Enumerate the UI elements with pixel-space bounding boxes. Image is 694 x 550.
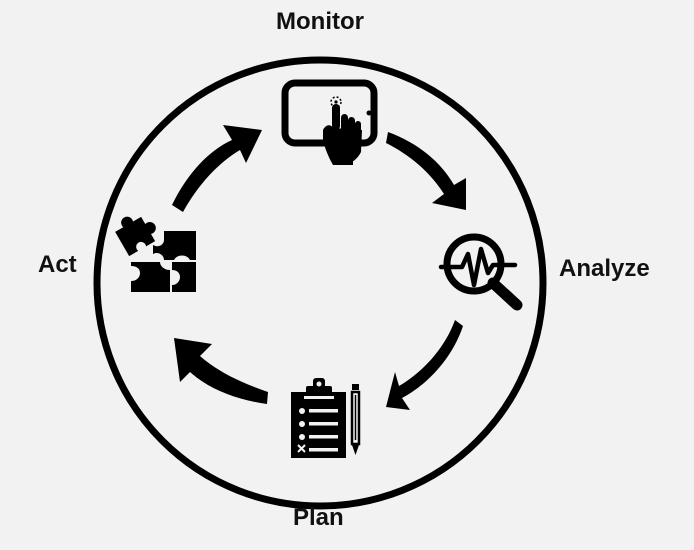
magnifier-pulse-icon [438, 233, 523, 311]
stage-label-act: Act [38, 251, 77, 278]
arrow-analyze-to-plan [386, 320, 463, 410]
stage-label-plan: Plan [293, 504, 344, 531]
stage-label-monitor: Monitor [276, 8, 364, 35]
arrow-plan-to-act [174, 338, 268, 404]
arrow-act-to-monitor [172, 125, 262, 212]
stage-label-analyze: Analyze [559, 255, 650, 282]
tablet-touch-icon [281, 79, 378, 165]
arrow-monitor-to-analyze [386, 132, 466, 210]
clipboard-checklist-icon [291, 378, 361, 458]
puzzle-pieces-icon [115, 216, 196, 292]
